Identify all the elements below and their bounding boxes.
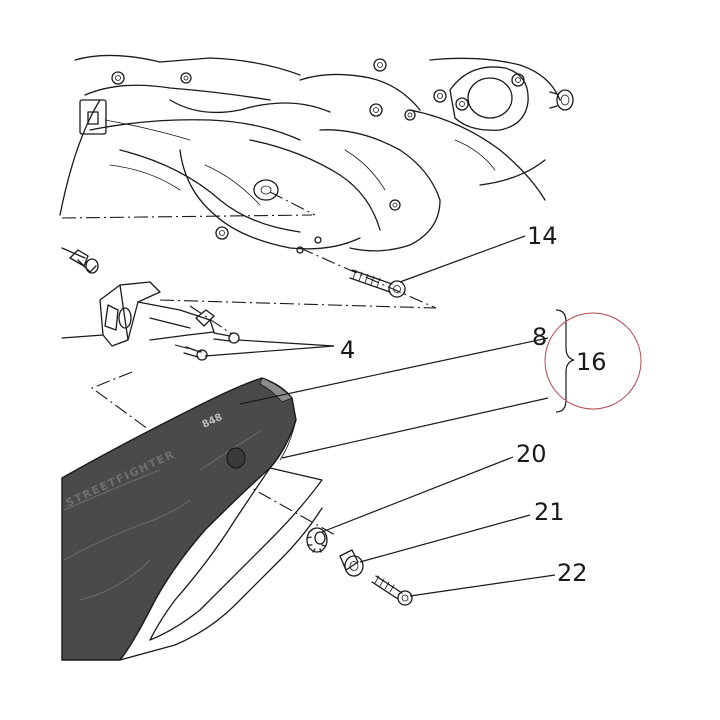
engine-bolts: [111, 58, 447, 254]
callout-4: 4: [340, 336, 355, 364]
grouping-brace: [555, 309, 575, 413]
leader-lines: [204, 235, 556, 597]
callout-14: 14: [527, 222, 558, 250]
part-21-spacer: [339, 549, 364, 577]
bracket-assembly: [61, 247, 215, 347]
mounting-boss: [253, 179, 279, 201]
highlight-circle: [544, 312, 642, 410]
engine-casing-drawing: [59, 54, 574, 254]
part-20-grommet: [306, 527, 328, 553]
connector-pin: [87, 111, 99, 125]
callout-8: 8: [532, 323, 547, 351]
flange-cover: [449, 66, 529, 131]
callout-21: 21: [534, 498, 565, 526]
frame-nut: [549, 89, 574, 111]
part-22-screw: [371, 575, 413, 606]
callout-22: 22: [557, 559, 588, 587]
inner-fairing: [119, 419, 323, 661]
part-4-screws: [183, 332, 240, 361]
part-14-bolt: [349, 269, 406, 298]
side-panel-part-8: STREETFIGHTER 848: [61, 377, 297, 661]
connector-block: [79, 99, 107, 135]
callout-16: 16: [576, 348, 607, 376]
callout-20: 20: [516, 440, 547, 468]
